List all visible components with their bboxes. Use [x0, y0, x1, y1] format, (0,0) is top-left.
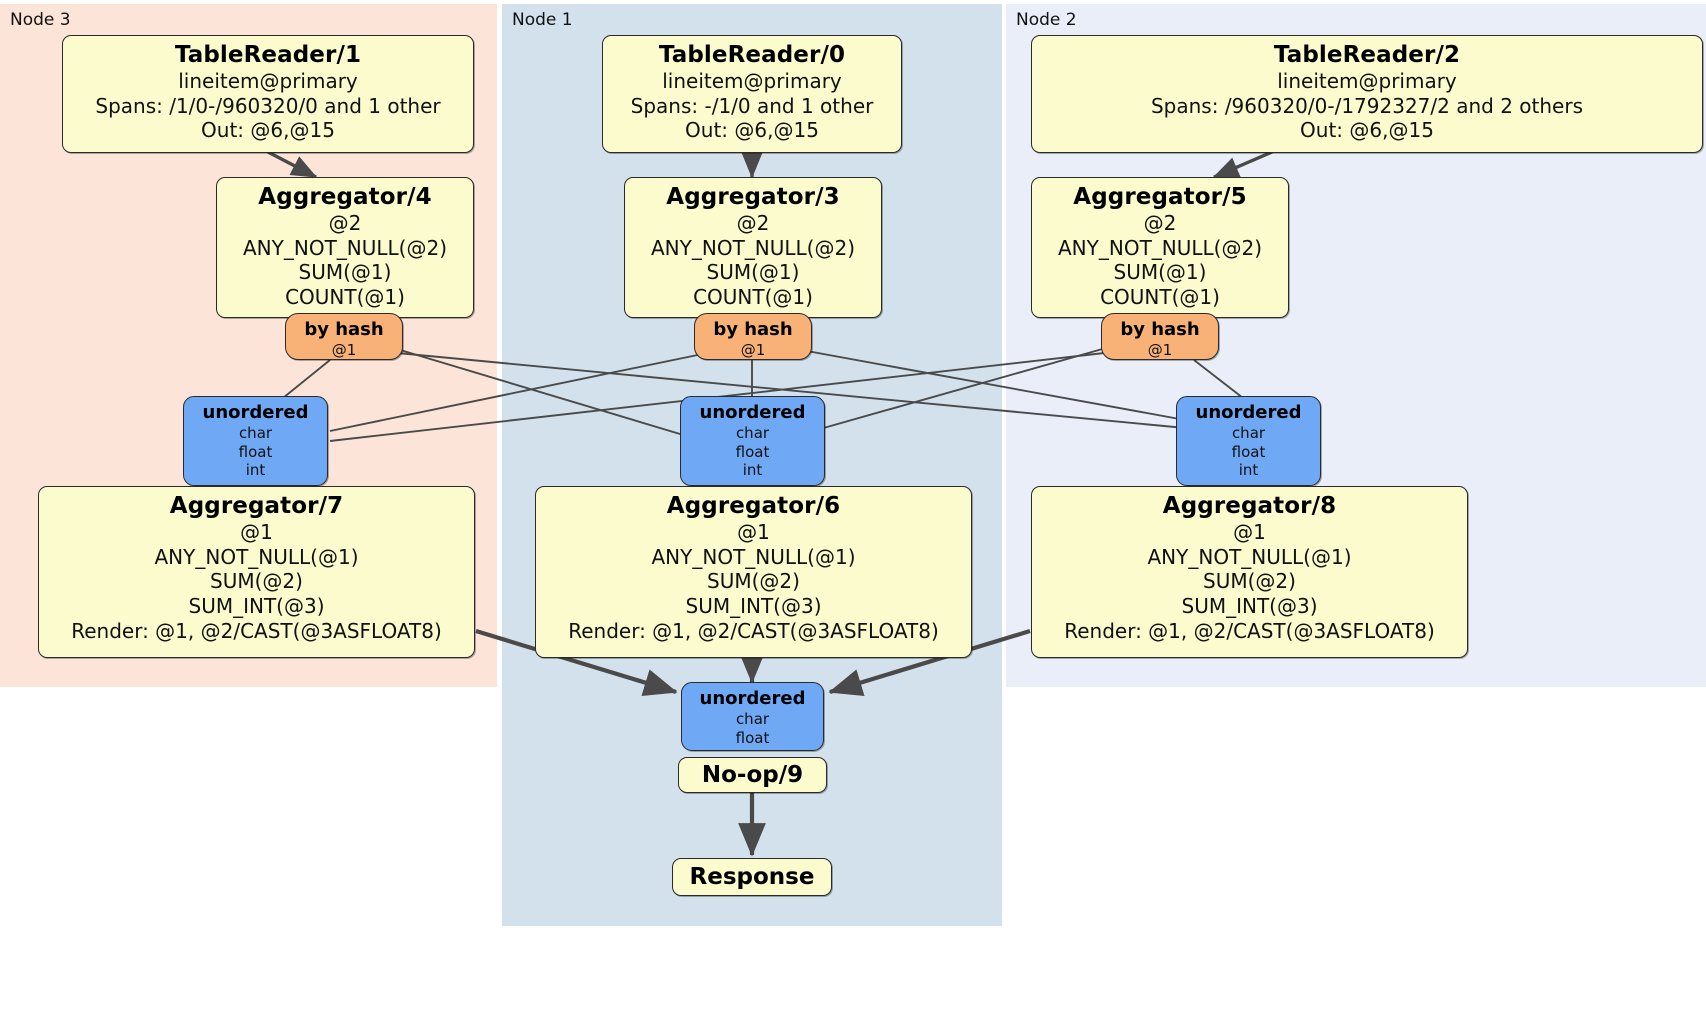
aggregator-4-group: @2 [328, 211, 362, 236]
processor-table-reader-1[interactable]: TableReader/1 lineitem@primary Spans: /1… [62, 35, 474, 153]
router-node-3-title: by hash [304, 319, 384, 340]
sync-final-type-1: float [735, 728, 770, 747]
aggregator-6-title: Aggregator/6 [666, 493, 841, 519]
table-reader-2-title: TableReader/2 [1273, 42, 1461, 68]
processor-table-reader-0[interactable]: TableReader/0 lineitem@primary Spans: -/… [602, 35, 902, 153]
table-reader-1-spans: Spans: /1/0-/960320/0 and 1 other [95, 93, 441, 118]
aggregator-3-agg-2: COUNT(@1) [693, 285, 813, 310]
aggregator-6-group: @1 [737, 520, 770, 545]
table-reader-1-table: lineitem@primary [178, 69, 358, 94]
processor-table-reader-2[interactable]: TableReader/2 lineitem@primary Spans: /9… [1031, 35, 1703, 153]
aggregator-8-agg-1: SUM(@2) [1203, 569, 1296, 594]
table-reader-1-out: Out: @6,@15 [201, 118, 335, 143]
no-op-9-title: No-op/9 [701, 761, 804, 788]
aggregator-3-title: Aggregator/3 [666, 184, 840, 210]
table-reader-2-spans: Spans: /960320/0-/1792327/2 and 2 others [1150, 93, 1583, 118]
sync-final-title: unordered [699, 688, 806, 709]
aggregator-8-title: Aggregator/8 [1162, 493, 1337, 519]
table-reader-2-table: lineitem@primary [1277, 69, 1457, 94]
sync-node-2-type-1: float [1231, 442, 1266, 461]
router-by-hash-node-3[interactable]: by hash @1 [285, 313, 403, 360]
table-reader-0-title: TableReader/0 [658, 42, 846, 68]
aggregator-7-agg-1: SUM(@2) [210, 569, 303, 594]
router-node-2-cols: @1 [1147, 341, 1173, 360]
aggregator-6-agg-0: ANY_NOT_NULL(@1) [651, 544, 856, 569]
aggregator-5-agg-0: ANY_NOT_NULL(@2) [1058, 235, 1262, 260]
aggregator-5-agg-1: SUM(@1) [1113, 260, 1207, 285]
aggregator-5-agg-2: COUNT(@1) [1100, 285, 1220, 310]
synchronizer-unordered-final[interactable]: unordered char float [681, 682, 824, 751]
table-reader-2-out: Out: @6,@15 [1300, 118, 1434, 143]
router-node-3-cols: @1 [331, 341, 357, 360]
aggregator-8-agg-2: SUM_INT(@3) [1181, 594, 1318, 619]
processor-aggregator-5[interactable]: Aggregator/5 @2 ANY_NOT_NULL(@2) SUM(@1)… [1031, 177, 1289, 318]
sync-node-2-title: unordered [1195, 402, 1302, 423]
aggregator-7-agg-2: SUM_INT(@3) [188, 594, 325, 619]
aggregator-5-group: @2 [1143, 211, 1177, 236]
aggregator-7-render: Render: @1, @2/CAST(@3ASFLOAT8) [71, 618, 442, 643]
processor-aggregator-3[interactable]: Aggregator/3 @2 ANY_NOT_NULL(@2) SUM(@1)… [624, 177, 882, 318]
region-label-node-1: Node 1 [512, 10, 573, 30]
processor-aggregator-7[interactable]: Aggregator/7 @1 ANY_NOT_NULL(@1) SUM(@2)… [38, 486, 475, 658]
table-reader-0-out: Out: @6,@15 [685, 118, 819, 143]
aggregator-3-agg-0: ANY_NOT_NULL(@2) [651, 235, 855, 260]
synchronizer-unordered-node-3[interactable]: unordered char float int [183, 396, 328, 486]
processor-aggregator-4[interactable]: Aggregator/4 @2 ANY_NOT_NULL(@2) SUM(@1)… [216, 177, 474, 318]
aggregator-3-agg-1: SUM(@1) [706, 260, 800, 285]
router-node-1-title: by hash [713, 319, 793, 340]
table-reader-0-table: lineitem@primary [662, 69, 842, 94]
router-node-1-cols: @1 [740, 341, 766, 360]
aggregator-8-agg-0: ANY_NOT_NULL(@1) [1147, 544, 1352, 569]
table-reader-0-spans: Spans: -/1/0 and 1 other [630, 93, 874, 118]
synchronizer-unordered-node-1[interactable]: unordered char float int [680, 396, 825, 486]
processor-aggregator-8[interactable]: Aggregator/8 @1 ANY_NOT_NULL(@1) SUM(@2)… [1031, 486, 1468, 658]
sync-node-3-type-0: char [238, 424, 273, 443]
region-label-node-2: Node 2 [1016, 10, 1077, 30]
aggregator-8-render: Render: @1, @2/CAST(@3ASFLOAT8) [1064, 618, 1435, 643]
aggregator-4-agg-2: COUNT(@1) [285, 285, 405, 310]
sync-node-3-title: unordered [202, 402, 309, 423]
router-node-2-title: by hash [1120, 319, 1200, 340]
aggregator-7-agg-0: ANY_NOT_NULL(@1) [154, 544, 359, 569]
synchronizer-unordered-node-2[interactable]: unordered char float int [1176, 396, 1321, 486]
sync-node-1-type-1: float [735, 442, 770, 461]
aggregator-7-group: @1 [240, 520, 273, 545]
aggregator-4-agg-1: SUM(@1) [298, 260, 392, 285]
aggregator-6-agg-2: SUM_INT(@3) [685, 594, 822, 619]
aggregator-4-title: Aggregator/4 [258, 184, 432, 210]
aggregator-6-render: Render: @1, @2/CAST(@3ASFLOAT8) [568, 618, 939, 643]
aggregator-4-agg-0: ANY_NOT_NULL(@2) [243, 235, 447, 260]
aggregator-8-group: @1 [1233, 520, 1266, 545]
sync-node-1-title: unordered [699, 402, 806, 423]
sync-node-1-type-2: int [742, 461, 763, 479]
sync-node-2-type-0: char [1231, 424, 1266, 443]
sync-node-3-type-1: float [238, 442, 273, 461]
sync-node-2-type-2: int [1238, 461, 1259, 479]
sync-node-3-type-2: int [245, 461, 266, 479]
sync-final-type-0: char [735, 710, 770, 729]
response-title: Response [689, 863, 815, 890]
router-by-hash-node-2[interactable]: by hash @1 [1101, 313, 1219, 360]
aggregator-5-title: Aggregator/5 [1073, 184, 1247, 210]
processor-aggregator-6[interactable]: Aggregator/6 @1 ANY_NOT_NULL(@1) SUM(@2)… [535, 486, 972, 658]
processor-no-op-9[interactable]: No-op/9 [678, 757, 827, 793]
table-reader-1-title: TableReader/1 [174, 42, 362, 68]
router-by-hash-node-1[interactable]: by hash @1 [694, 313, 812, 360]
region-label-node-3: Node 3 [10, 10, 71, 30]
aggregator-7-title: Aggregator/7 [169, 493, 344, 519]
aggregator-3-group: @2 [736, 211, 770, 236]
aggregator-6-agg-1: SUM(@2) [707, 569, 800, 594]
sync-node-1-type-0: char [735, 424, 770, 443]
processor-response[interactable]: Response [672, 858, 832, 896]
